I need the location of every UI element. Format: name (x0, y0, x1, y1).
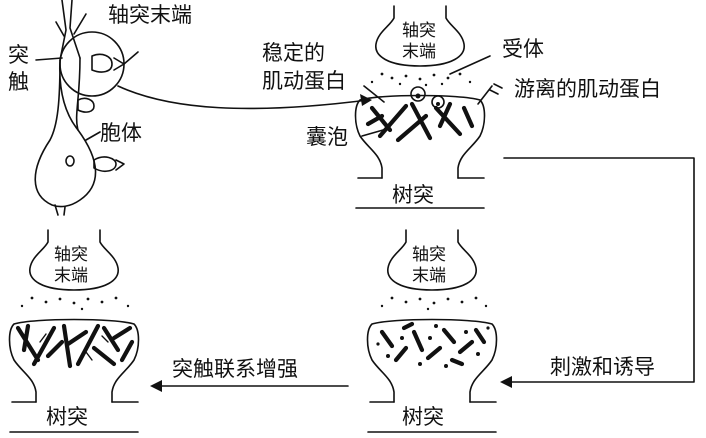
actin-network (365, 101, 475, 143)
label-stable-actin-1: 稳定的 (262, 41, 325, 65)
neuron-overview (34, 0, 372, 216)
terminal-tip-1 (113, 57, 125, 71)
synapse-stimulated (366, 229, 498, 433)
terminal-leader (123, 51, 139, 65)
label-dendrite-bl: 树突 (46, 405, 88, 429)
label-stable-actin-2: 肌动蛋白 (262, 69, 346, 93)
zoom-arrow-head (360, 94, 372, 106)
label-synapse-1: 突 (8, 43, 29, 67)
label-terminal-bl-2: 末端 (54, 266, 88, 286)
neuron-twigs (55, 13, 87, 37)
label-synapse-2: 触 (8, 70, 29, 94)
stimulation-connector (503, 157, 695, 383)
label-strengthened: 突触联系增强 (172, 357, 298, 381)
strengthen-arrow-head (150, 380, 162, 392)
synapse-leader (35, 57, 63, 61)
cleft-dots-bl (20, 296, 130, 311)
vesicle-2 (431, 95, 445, 109)
cleft-dots (370, 72, 472, 87)
synapse-strengthened (8, 229, 140, 433)
stimulation-arrow-head (500, 376, 512, 388)
label-terminal-tr-2: 末端 (402, 42, 436, 62)
label-stimulation: 刺激和诱导 (550, 355, 655, 379)
label-free-actin: 游离的肌动蛋白 (514, 77, 661, 101)
cell-body-outline (34, 59, 97, 208)
fragmented-actin (376, 321, 490, 368)
label-terminal-tr-1: 轴突 (402, 21, 436, 41)
free-actin-dots (489, 83, 503, 95)
label-terminal-br-1: 轴突 (412, 245, 446, 265)
vesicle-1 (410, 86, 426, 102)
label-terminal-bl-1: 轴突 (54, 245, 88, 265)
label-terminal-br-2: 末端 (412, 266, 446, 286)
label-dendrite-br: 树突 (402, 405, 444, 429)
terminal-tip-3 (115, 159, 125, 171)
axon-stub (54, 204, 66, 216)
zoom-arrow-line (117, 85, 369, 110)
terminal-knob-2 (77, 97, 95, 113)
cell-body-leader (85, 131, 101, 141)
label-vesicle: 囊泡 (306, 125, 348, 149)
label-axon-terminal: 轴突末端 (108, 3, 192, 27)
synapse-stable (354, 5, 503, 209)
cleft-dots-br (380, 296, 488, 311)
nucleus (65, 155, 75, 167)
terminal-knob-1 (91, 53, 113, 73)
dense-actin-network (15, 323, 135, 369)
label-receptor: 受体 (502, 37, 544, 61)
terminal-knob-3 (93, 156, 117, 173)
label-cell-body: 胞体 (100, 121, 142, 145)
label-dendrite-tr: 树突 (392, 183, 434, 207)
neuron-branches (59, 0, 81, 61)
